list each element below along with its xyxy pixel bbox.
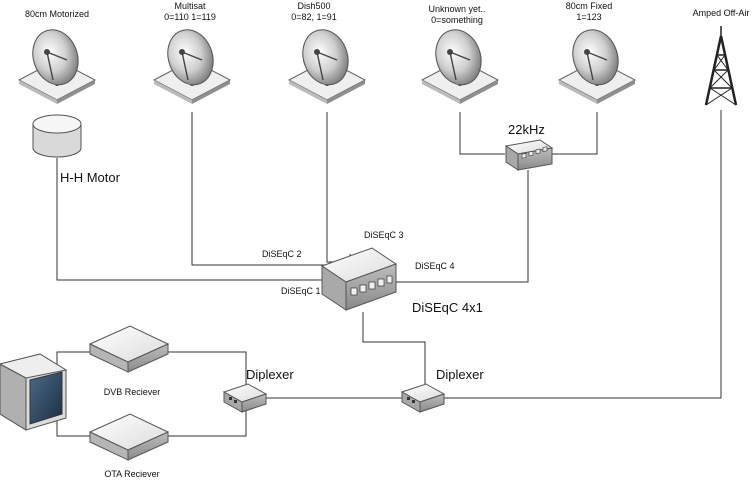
wire-ota-to-tv: [56, 418, 90, 437]
dish-80cm-fixed: [557, 29, 637, 104]
dish-dish500: [287, 29, 367, 104]
dvb-receiver-icon: [88, 325, 170, 373]
tone-label: 22kHz: [508, 122, 545, 137]
dish-label-dish500-1: Dish500: [297, 1, 330, 11]
port-label-2: DiSEqC 2: [262, 249, 302, 259]
antenna-tower-icon: [704, 26, 738, 106]
wire-fixed-to-22khz: [552, 112, 598, 155]
ota-receiver-icon: [88, 413, 170, 461]
wires: [56, 110, 722, 437]
television-icon: [0, 353, 68, 431]
antenna-label: Amped Off-Air: [693, 8, 750, 18]
dish-motorized: [17, 29, 97, 104]
wire-antenna-to-diplexer: [442, 110, 722, 399]
dish-label-unknown-1: Unknown yet..: [428, 4, 485, 14]
wire-motor-to-port1: [56, 158, 322, 281]
wire-diplexer-to-dvb: [168, 351, 247, 392]
port-label-3: DiSEqC 3: [364, 230, 404, 240]
diseqc-switch-label: DiSEqC 4x1: [412, 300, 483, 315]
dish-multisat: [152, 29, 232, 104]
diplexer-right-icon: [400, 383, 446, 413]
wire-22khz-to-port4: [396, 170, 529, 283]
wire-switch-to-diplexer: [362, 312, 426, 388]
dish-label-motorized: 80cm Motorized: [25, 9, 89, 19]
wire-unknown-to-22khz: [459, 112, 505, 155]
dish-label-multisat-1: Multisat: [174, 1, 206, 11]
diplexer-left-label: Diplexer: [246, 367, 294, 382]
motor-icon: [32, 114, 82, 158]
dish-unknown: [420, 29, 500, 104]
dish-label-dish500-2: 0=82, 1=91: [291, 12, 337, 22]
wire-diplexer-to-ota: [168, 404, 247, 437]
dvb-receiver-label: DVB Reciever: [104, 387, 161, 397]
tone-switch-icon: [504, 139, 554, 171]
wire-dish500-to-port3: [326, 112, 351, 263]
wire-multisat-to-port2: [191, 112, 326, 266]
ota-receiver-label: OTA Reciever: [104, 469, 159, 479]
port-label-1: DiSEqC 1: [281, 286, 321, 296]
motor-label: H-H Motor: [60, 170, 121, 185]
dish-label-fixed-2: 1=123: [576, 12, 601, 22]
dish-label-multisat-2: 0=110 1=119: [164, 12, 216, 22]
diplexer-left-icon: [222, 383, 268, 413]
dish-label-unknown-2: 0=something: [431, 15, 483, 25]
port-label-4: DiSEqC 4: [415, 261, 455, 271]
diplexer-right-label: Diplexer: [436, 367, 484, 382]
dish-label-fixed-1: 80cm Fixed: [566, 1, 613, 11]
diseqc-switch-icon: [320, 247, 398, 311]
